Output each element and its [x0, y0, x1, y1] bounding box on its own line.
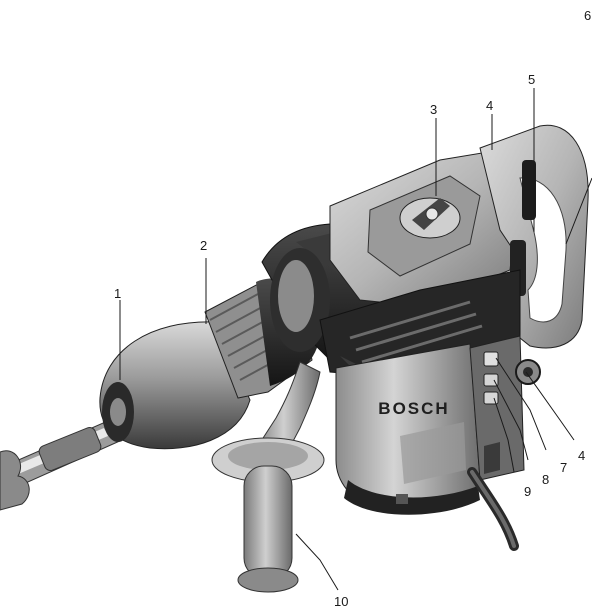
- callout-7: 7: [560, 460, 567, 475]
- callout-6: 6: [584, 8, 591, 23]
- callout-3: 3: [430, 102, 437, 117]
- rear-handle: [479, 124, 589, 349]
- auxiliary-handle: [211, 361, 325, 593]
- callout-leaders: [119, 88, 592, 591]
- callout-labels: 1 2 3 4 5 6 4 7 8 9 10: [114, 8, 591, 609]
- callout-1: 1: [114, 286, 121, 301]
- motor-housing: BOSCH: [335, 343, 481, 515]
- speed-setting-button: [483, 373, 499, 387]
- callout-4-right: 4: [578, 448, 585, 463]
- callout-10: 10: [334, 594, 348, 609]
- callout-4-top: 4: [486, 98, 493, 113]
- switch-panel: [469, 335, 541, 481]
- drill-bit: [0, 419, 123, 511]
- callout-8: 8: [542, 472, 549, 487]
- brand-logo-text: BOSCH: [378, 399, 449, 418]
- callout-2: 2: [200, 238, 207, 253]
- tool-holder-chuck: [99, 321, 251, 450]
- power-cable: [467, 467, 519, 551]
- power-indicator-icon: [483, 351, 499, 367]
- callout-9: 9: [524, 484, 531, 499]
- mode-selector-switch: [399, 197, 461, 239]
- callout-5: 5: [528, 72, 535, 87]
- top-housing: [329, 149, 521, 307]
